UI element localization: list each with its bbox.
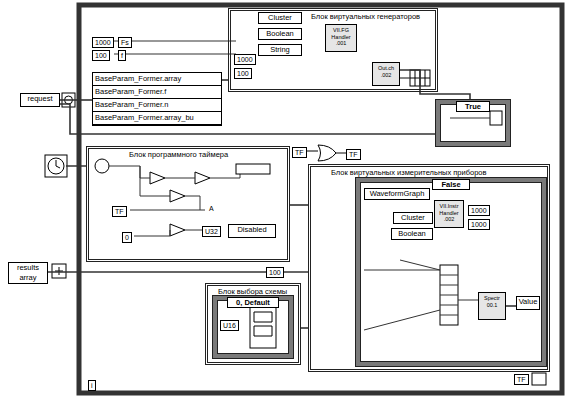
- node-label: Boolean: [259, 29, 301, 39]
- data-terminal: Cluster: [258, 12, 302, 24]
- constant-value: 100: [92, 50, 110, 61]
- node-label: False: [432, 179, 469, 190]
- node-label: Disabled: [229, 225, 275, 235]
- array-indicator: [410, 70, 430, 86]
- boolean-array-constant: [254, 312, 272, 336]
- terminal-icon: [65, 96, 73, 104]
- case-structure: FalseWaveformGraphClusterBooleanVII.Inst…: [356, 178, 546, 366]
- boolean-array-constant: [250, 306, 276, 348]
- clock-icon: [48, 158, 64, 174]
- node-label: String: [259, 45, 301, 55]
- function-block: Блок виртуальных генераторовClusterBoole…: [228, 8, 438, 92]
- node-label: request: [21, 94, 59, 104]
- node-label: WaveformGraph: [365, 189, 429, 199]
- wire-connector: [506, 305, 516, 307]
- constant-value: TF: [112, 206, 127, 217]
- wire-connector: [301, 327, 308, 329]
- constant-value: 1000: [468, 205, 490, 216]
- case-function-icon: [490, 111, 502, 125]
- node-label: BaseParam_Former.f: [93, 86, 221, 99]
- constant-value: 1000: [234, 54, 256, 65]
- wire-connector: [290, 204, 308, 206]
- slider-icon: [236, 164, 270, 174]
- node-label: array: [9, 273, 47, 283]
- constant-value: 0: [122, 232, 132, 243]
- constant-value: TF: [346, 149, 361, 160]
- node-label: Boolean: [392, 229, 432, 239]
- data-terminal: WaveformGraph: [364, 188, 430, 200]
- clock-icon: [56, 160, 60, 168]
- constant-value: 1000: [468, 219, 490, 230]
- node-label: Cluster: [259, 13, 301, 23]
- while-loop-frame: [79, 5, 562, 393]
- constant-value: 100: [266, 267, 284, 278]
- node-label: True: [456, 101, 490, 112]
- constant-value: 1000: [92, 37, 114, 48]
- node-label: 0, Default: [227, 297, 279, 308]
- terminal-icon: [52, 264, 66, 278]
- input-terminal: request: [20, 93, 60, 107]
- wire: [450, 117, 490, 118]
- constant-value: U32: [202, 226, 221, 237]
- subvi-icon: Spectr 00.1: [478, 292, 506, 320]
- output-terminal: resultsarray: [8, 262, 48, 284]
- function-block: Блок программного таймераDisabled: [86, 146, 290, 262]
- constant-value: U16: [220, 320, 239, 331]
- terminal-icon: [55, 267, 63, 275]
- case-structure: True: [436, 100, 510, 146]
- timer-icon: [95, 159, 109, 173]
- or-gate: [306, 145, 336, 161]
- data-terminal: Cluster: [393, 212, 433, 224]
- wire: [114, 41, 236, 54]
- node-label: BaseParam_Former.array_bu: [93, 112, 221, 125]
- data-terminal: Boolean: [258, 28, 302, 40]
- node-annotation: A: [207, 204, 216, 213]
- unbundle-node: BaseParam_Former.arrayBaseParam_Former.f…: [92, 72, 222, 126]
- function-block: Блок виртуальных измерительных приборовF…: [308, 164, 550, 372]
- node-label: BaseParam_Former.array: [93, 73, 221, 86]
- node-label: Cluster: [394, 213, 432, 223]
- constant-value: i: [88, 380, 96, 391]
- block-title: Блок программного таймера: [89, 149, 287, 161]
- constant-value: TF: [514, 374, 529, 385]
- constant-value: 100: [234, 68, 252, 79]
- wire-connector: [400, 70, 470, 100]
- wire: [66, 165, 86, 167]
- comparison-symbol: [150, 172, 210, 236]
- loop-condition: [532, 373, 546, 385]
- subvi-icon: Out.ch .002: [372, 62, 400, 86]
- constant-value: f: [118, 50, 126, 61]
- node-label: BaseParam_Former.n: [93, 99, 221, 112]
- property-node: Value: [516, 296, 540, 310]
- subvi-icon: VII.FG Handler .001: [325, 24, 357, 52]
- constant-value: Fs: [118, 37, 132, 48]
- wire: [336, 152, 346, 153]
- node-label: Value: [517, 297, 539, 307]
- data-terminal: String: [258, 44, 302, 56]
- node-label: Spectr 00.1: [479, 293, 505, 308]
- terminal-icon: [62, 93, 75, 107]
- array-indicator: [410, 70, 430, 86]
- node-label: results: [9, 263, 47, 273]
- wire: [364, 260, 478, 330]
- node-label: Out.ch .002: [373, 63, 399, 78]
- node-label: VII.Instr Handler .002: [435, 201, 463, 223]
- wire: [400, 77, 410, 78]
- property-node: Disabled: [228, 224, 276, 238]
- wire-connector: [60, 99, 92, 101]
- node-label: VII.FG Handler .001: [326, 25, 356, 47]
- clock-icon: [45, 155, 67, 177]
- subvi-icon: VII.Instr Handler .002: [434, 200, 464, 228]
- constant-value: TF: [292, 147, 307, 158]
- data-terminal: Boolean: [391, 228, 433, 240]
